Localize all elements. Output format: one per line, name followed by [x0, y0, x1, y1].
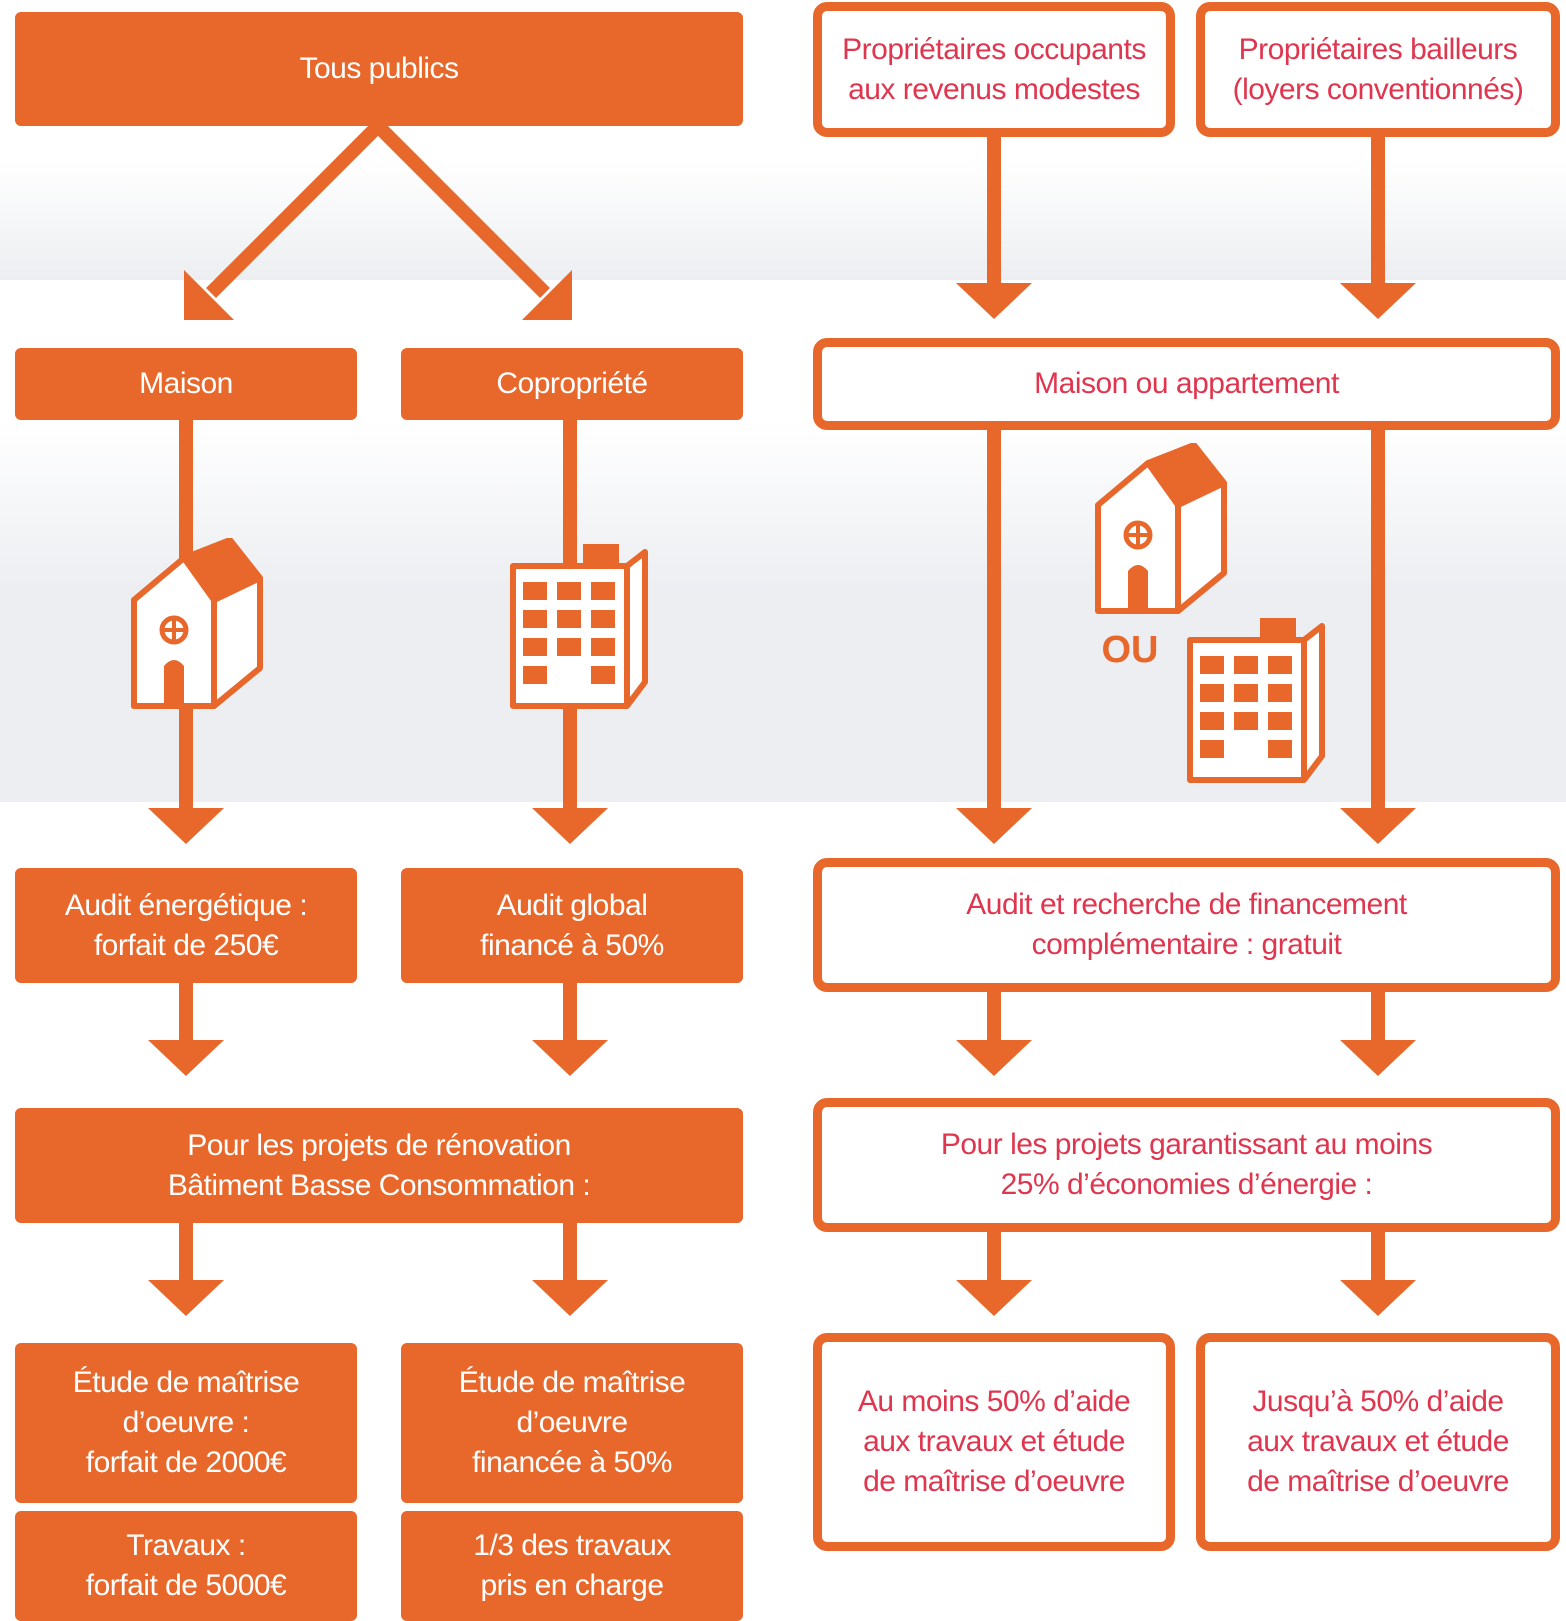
arrowhead-occupants-audit	[956, 808, 1032, 844]
aide-occupants-label: Au moins 50% d’aide aux travaux et étude…	[857, 1385, 1131, 1498]
maison-ou-appartement-box: Maison ou appartement	[813, 338, 1560, 430]
aide-bailleurs-box: Jusqu’à 50% d’aide aux travaux et étude …	[1196, 1333, 1560, 1551]
arrowhead-copro-etude	[532, 1280, 608, 1316]
etude-maison-label: Étude de maîtrise d’oeuvre : forfait de …	[72, 1366, 300, 1479]
background-band-top	[0, 160, 1566, 280]
arrowhead-bailleurs	[1340, 283, 1416, 319]
audit-maison-box: Audit énergétique : forfait de 250€	[15, 868, 357, 983]
projets-25-box: Pour les projets garantissant au moins 2…	[813, 1098, 1560, 1232]
travaux-copro-label: 1/3 des travaux pris en charge	[473, 1529, 671, 1602]
arrowhead-bailleurs-projets	[1340, 1040, 1416, 1076]
maison-label: Maison	[139, 367, 233, 400]
arrowhead-copro-audit	[532, 808, 608, 844]
arrowhead-copro-projets	[532, 1040, 608, 1076]
audit-copro-box: Audit global financé à 50%	[401, 868, 743, 983]
etude-copro-label: Étude de maîtrise d’oeuvre financée à 50…	[458, 1366, 686, 1479]
arrowhead-maison-etude	[148, 1280, 224, 1316]
etude-copro-box: Étude de maîtrise d’oeuvre financée à 50…	[401, 1343, 743, 1503]
arrowhead-occupants-projets	[956, 1040, 1032, 1076]
audit-gratuit-box: Audit et recherche de financement complé…	[813, 858, 1560, 992]
audit-maison-label: Audit énergétique : forfait de 250€	[64, 888, 308, 962]
apartment-building-icon	[510, 544, 648, 709]
tous-publics-box: Tous publics	[15, 12, 743, 126]
arrowhead-occupants-aide	[956, 1280, 1032, 1316]
arrowhead-to-maison	[184, 270, 234, 320]
audit-gratuit-label: Audit et recherche de financement complé…	[966, 888, 1407, 961]
projets-25-label: Pour les projets garantissant au moins 2…	[940, 1128, 1433, 1201]
copropriete-box: Copropriété	[401, 348, 743, 420]
projets-bbc-box: Pour les projets de rénovation Bâtiment …	[15, 1108, 743, 1223]
maison-ou-appartement-label: Maison ou appartement	[1034, 367, 1339, 400]
maison-box: Maison	[15, 348, 357, 420]
travaux-maison-box: Travaux : forfait de 5000€	[15, 1511, 357, 1621]
projets-bbc-label: Pour les projets de rénovation Bâtiment …	[167, 1128, 591, 1202]
occupants-box: Propriétaires occupants aux revenus mode…	[813, 2, 1175, 137]
arrowhead-maison-audit	[148, 808, 224, 844]
aide-occupants-box: Au moins 50% d’aide aux travaux et étude…	[813, 1333, 1175, 1551]
house-icon	[1095, 443, 1227, 614]
arrowhead-maison-projets	[148, 1040, 224, 1076]
etude-maison-box: Étude de maîtrise d’oeuvre : forfait de …	[15, 1343, 357, 1503]
copropriete-label: Copropriété	[496, 367, 648, 400]
travaux-maison-label: Travaux : forfait de 5000€	[85, 1529, 287, 1602]
apartment-building-icon	[1187, 618, 1325, 783]
bailleurs-label: Propriétaires bailleurs (loyers conventi…	[1232, 32, 1524, 106]
arrowhead-bailleurs-aide	[1340, 1280, 1416, 1316]
arrowhead-occupants	[956, 283, 1032, 319]
tous-publics-label: Tous publics	[299, 52, 459, 85]
arrowhead-to-copropriete	[522, 270, 572, 320]
travaux-copro-box: 1/3 des travaux pris en charge	[401, 1511, 743, 1621]
occupants-label: Propriétaires occupants aux revenus mode…	[842, 32, 1146, 106]
audit-copro-label: Audit global financé à 50%	[480, 888, 664, 962]
ou-label: OU	[1101, 629, 1159, 671]
bailleurs-box: Propriétaires bailleurs (loyers conventi…	[1196, 2, 1560, 137]
aide-bailleurs-label: Jusqu’à 50% d’aide aux travaux et étude …	[1247, 1385, 1509, 1498]
house-icon	[131, 538, 263, 709]
arrowhead-bailleurs-audit	[1340, 808, 1416, 844]
